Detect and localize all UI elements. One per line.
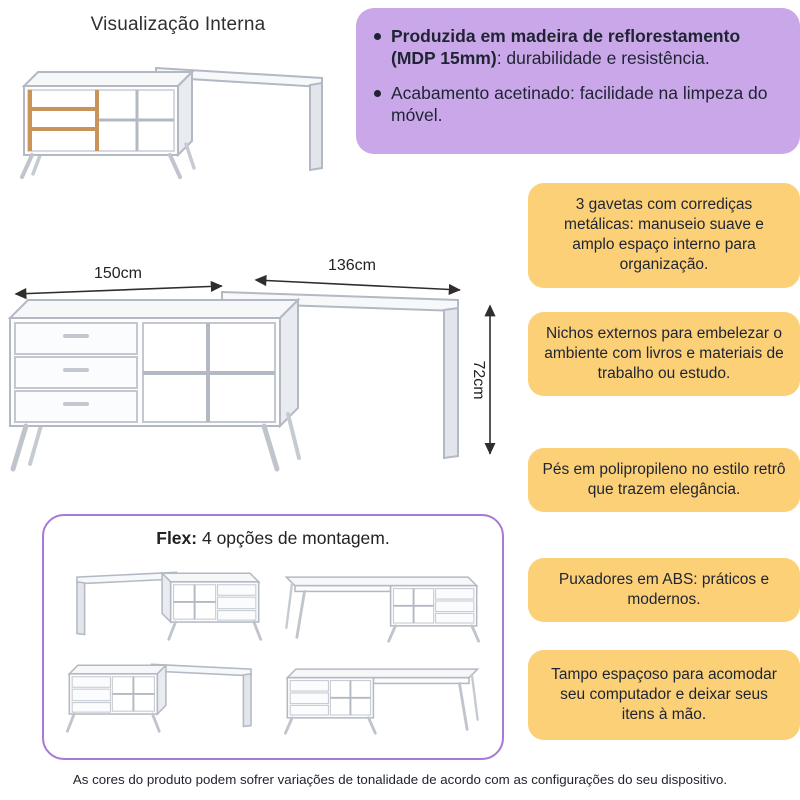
top-features-card: Produzida em madeira de reflorestamento … <box>356 8 800 154</box>
internal-view-title: Visualização Interna <box>90 14 266 35</box>
feature-text-rest: : durabilidade e resistência. <box>496 48 710 69</box>
main-desk-drawing: 150cm 136cm 72cm <box>7 257 496 472</box>
bullet-icon <box>374 89 381 97</box>
feature-item: Produzida em madeira de reflorestamento … <box>374 25 780 70</box>
feature-text: Produzida em madeira de reflorestamento … <box>391 25 780 70</box>
dimension-width-right-label: 136cm <box>328 257 376 274</box>
feature-card-feet: Pés em polipropileno no estilo retrô que… <box>528 448 800 513</box>
flex-option-drawing-1 <box>76 571 263 641</box>
feature-item: Acabamento acetinado: facilidade na limp… <box>374 82 780 127</box>
flex-options-card: Flex: 4 opções de montagem. <box>42 514 504 760</box>
feature-card-drawers: 3 gavetas com corrediças metálicas: manu… <box>528 183 800 288</box>
bullet-icon <box>374 33 381 40</box>
flex-options-grid <box>44 549 502 745</box>
flex-option-drawing-3 <box>65 663 252 733</box>
flex-option-drawing-4 <box>283 668 480 735</box>
feature-text-rest: Acabamento acetinado: facilidade na limp… <box>391 82 768 126</box>
color-disclaimer: As cores do produto podem sofrer variaçõ… <box>72 772 728 787</box>
dimension-height-label: 72cm <box>470 360 487 399</box>
feature-text: Acabamento acetinado: facilidade na limp… <box>391 82 780 127</box>
flex-title-bold: Flex: <box>156 528 198 548</box>
flex-options-title: Flex: 4 opções de montagem. <box>44 528 502 549</box>
feature-text-bold: Produzida em madeira de reflorestamento … <box>391 26 741 69</box>
flex-title-rest: 4 opções de montagem. <box>197 528 390 548</box>
feature-card-niches: Nichos externos para embelezar o ambient… <box>528 312 800 397</box>
feature-card-handles: Puxadores em ABS: práticos e modernos. <box>528 558 800 623</box>
internal-view-drawing <box>20 66 323 179</box>
dimension-width-left-label: 150cm <box>94 265 142 282</box>
flex-option-drawing-2 <box>284 576 481 643</box>
feature-card-top: Tampo espaçoso para acomodar seu computa… <box>528 650 800 741</box>
